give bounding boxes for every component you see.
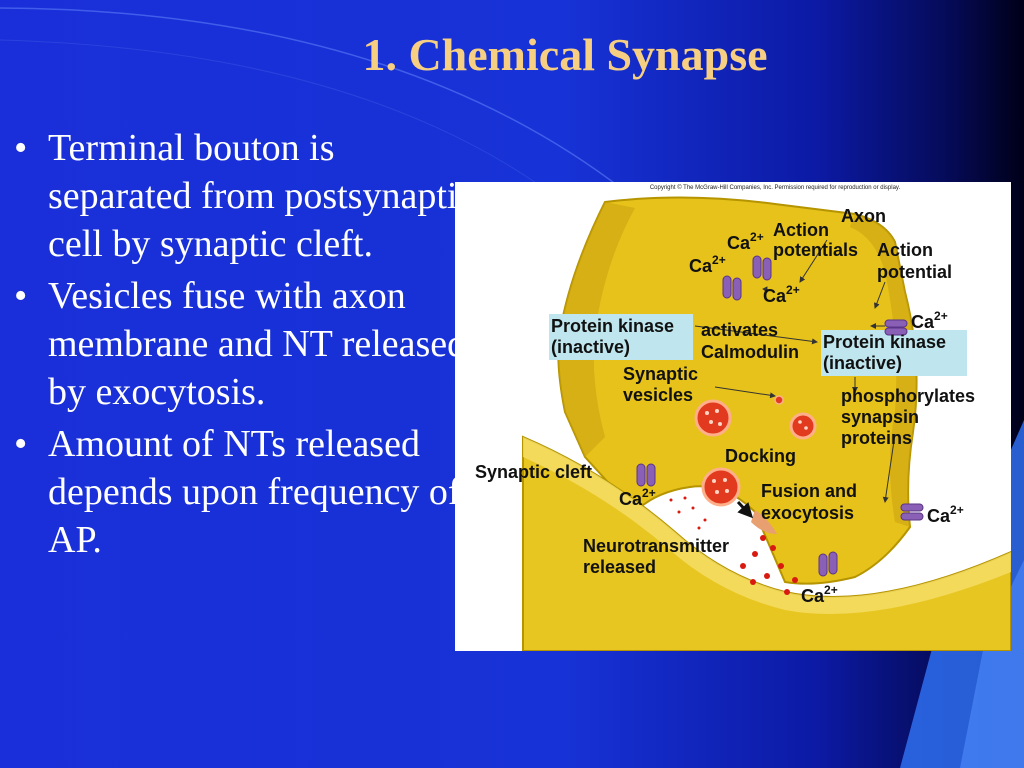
label-docking: Docking (725, 446, 796, 466)
label-phosphorylates: proteins (841, 428, 912, 448)
synaptic-vesicles (694, 395, 817, 534)
calcium-channel (732, 277, 742, 301)
label-protein-kinase: Protein kinase (823, 332, 946, 352)
label-fusion-exocytosis: Fusion and (761, 481, 857, 501)
vesicle (789, 412, 817, 440)
bullet-item: • Terminal bouton is separated from posts… (14, 124, 484, 268)
label-calcium: Ca2+ (801, 583, 838, 606)
label-protein-kinase: (inactive) (823, 353, 902, 373)
vesicle (694, 399, 732, 437)
exocytosis-arrow (736, 500, 754, 519)
calcium-channel (884, 319, 908, 328)
label-calcium: Ca2+ (927, 503, 964, 526)
synapse-diagram-svg: Copyright © The McGraw-Hill Companies, I… (475, 184, 1011, 651)
bullet-item: • Amount of NTs released depends upon fre… (14, 420, 484, 564)
label-box-protein-kinase-left (549, 314, 693, 360)
calcium-channel (722, 275, 732, 299)
bouton-shading (558, 202, 635, 457)
label-synaptic-vesicles: vesicles (623, 385, 693, 405)
calcium-channel (900, 503, 924, 512)
diagram-arrows (694, 239, 896, 503)
label-action-potential: potential (877, 262, 952, 282)
bullet-marker: • (14, 423, 28, 465)
label-phosphorylates: phosphorylates (841, 386, 975, 406)
label-box-protein-kinase-right (821, 330, 967, 376)
calcium-channel (762, 257, 772, 281)
neurotransmitter-molecules (669, 496, 798, 595)
label-activates-calmodulin: Calmodulin (701, 342, 799, 362)
label-protein-kinase: Protein kinase (551, 316, 674, 336)
label-activates-calmodulin: activates (701, 320, 778, 340)
vesicle (701, 467, 741, 507)
bullet-text: Amount of NTs released depends upon freq… (48, 423, 461, 561)
label-synaptic-cleft: Synaptic cleft (475, 462, 592, 482)
label-calcium: Ca2+ (911, 309, 948, 332)
bullet-marker: • (14, 275, 28, 317)
calcium-channel (818, 553, 828, 577)
label-axon: Axon (841, 206, 886, 226)
bullet-marker: • (14, 127, 28, 169)
bouton-shading (850, 214, 917, 527)
calcium-channel (884, 327, 908, 336)
synapse-diagram: Copyright © The McGraw-Hill Companies, I… (455, 182, 1011, 651)
label-action-potential: Action (877, 240, 933, 260)
label-calcium: Ca2+ (727, 230, 764, 253)
label-action-potentials: Action (773, 220, 829, 240)
label-fusion-exocytosis: exocytosis (761, 503, 854, 523)
bullet-text: Terminal bouton is separated from postsy… (48, 127, 475, 265)
calcium-channel (900, 512, 924, 521)
bullet-item: • Vesicles fuse with axon membrane and NT… (14, 272, 484, 416)
label-calcium: Ca2+ (763, 283, 800, 306)
slide-title: 1. Chemical Synapse (362, 29, 768, 80)
label-calcium: Ca2+ (689, 253, 726, 276)
fused-vesicle (751, 510, 777, 534)
label-neurotransmitter-released: Neurotransmitter (583, 536, 729, 556)
label-synaptic-vesicles: Synaptic (623, 364, 698, 384)
calcium-channel (646, 463, 656, 487)
bullet-list: • Terminal bouton is separated from posts… (14, 124, 484, 568)
vesicle (774, 395, 784, 405)
calcium-channel (828, 551, 838, 575)
calcium-channel (752, 255, 762, 279)
calcium-channel (636, 463, 646, 487)
label-phosphorylates: synapsin (841, 407, 919, 427)
bullet-text: Vesicles fuse with axon membrane and NT … (48, 275, 467, 413)
copyright-notice: Copyright © The McGraw-Hill Companies, I… (650, 184, 901, 191)
label-calcium: Ca2+ (619, 486, 656, 509)
label-action-potentials: potentials (773, 240, 858, 260)
label-neurotransmitter-released: released (583, 557, 656, 577)
label-protein-kinase: (inactive) (551, 337, 630, 357)
